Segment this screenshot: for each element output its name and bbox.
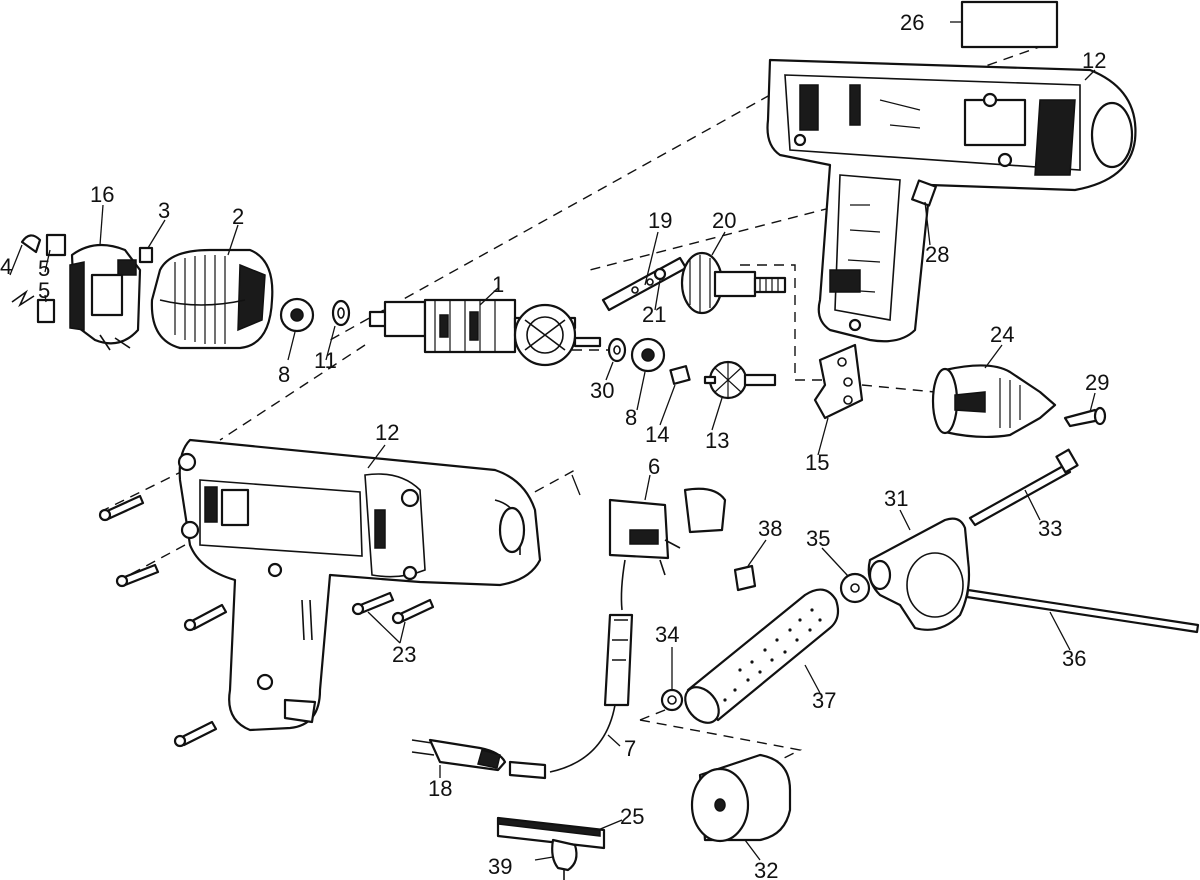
spindle-gear-part-20 xyxy=(680,251,787,315)
label-part-39: 39 xyxy=(488,854,512,879)
washer-part-30 xyxy=(607,337,627,363)
cup-part-32 xyxy=(690,753,792,843)
label-part-34: 34 xyxy=(655,622,679,647)
part-28 xyxy=(911,179,937,207)
label-part-5-lower: 5 xyxy=(38,278,50,303)
label-part-28: 28 xyxy=(925,242,949,267)
leader-lines xyxy=(9,21,1096,861)
label-part-35: 35 xyxy=(806,526,830,551)
label-part-4: 4 xyxy=(0,254,12,279)
label-part-6: 6 xyxy=(648,454,660,479)
label-part-19: 19 xyxy=(648,208,672,233)
housing-half-inner xyxy=(766,58,1137,343)
label-part-26: 26 xyxy=(900,10,924,35)
label-part-33: 33 xyxy=(1038,516,1062,541)
brush-parts xyxy=(11,233,67,324)
nameplate-part-26 xyxy=(960,0,1059,49)
label-part-13: 13 xyxy=(705,428,729,453)
label-part-3: 3 xyxy=(158,198,170,223)
part-number-labels: 26 12 28 16 3 2 4 5 5 8 11 1 19 21 20 30… xyxy=(0,10,1109,880)
label-part-25: 25 xyxy=(620,804,644,829)
label-part-18: 18 xyxy=(428,776,452,801)
part-14 xyxy=(669,365,691,385)
label-part-14: 14 xyxy=(645,422,669,447)
label-part-32: 32 xyxy=(754,858,778,880)
knob-part-39 xyxy=(551,838,578,880)
label-part-30: 30 xyxy=(590,378,614,403)
handle-clamp-part-31 xyxy=(867,517,971,631)
label-part-15: 15 xyxy=(805,450,829,475)
armature-part-1 xyxy=(368,298,602,367)
screw-part-29 xyxy=(1063,406,1107,428)
label-part-31: 31 xyxy=(884,486,908,511)
label-part-29: 29 xyxy=(1085,370,1109,395)
label-part-37: 37 xyxy=(812,688,836,713)
label-part-12-bottom: 12 xyxy=(375,420,399,445)
bearing-part-8b xyxy=(630,337,666,373)
label-part-24: 24 xyxy=(990,322,1014,347)
label-part-12-top: 12 xyxy=(1082,48,1106,73)
label-part-16: 16 xyxy=(90,182,114,207)
bearing-part-8a xyxy=(279,297,315,333)
label-part-2: 2 xyxy=(232,204,244,229)
part-21 xyxy=(653,267,667,281)
brush-part-3 xyxy=(138,246,154,264)
label-part-1: 1 xyxy=(492,272,504,297)
label-part-38: 38 xyxy=(758,516,782,541)
spacer-part-38 xyxy=(733,564,757,592)
washer-part-35 xyxy=(839,572,871,604)
nut-part-34 xyxy=(660,688,684,712)
cord-part-7 xyxy=(549,559,634,773)
label-part-7: 7 xyxy=(624,736,636,761)
plug-part-18 xyxy=(411,738,547,780)
rod-part-33 xyxy=(968,448,1079,527)
chuck-part-24 xyxy=(931,364,1057,438)
label-part-11: 11 xyxy=(314,348,337,373)
label-part-36: 36 xyxy=(1062,646,1086,671)
depth-rod-part-36 xyxy=(965,588,1200,634)
label-part-23: 23 xyxy=(392,642,416,667)
field-coil-part-2 xyxy=(150,248,274,350)
grip-part-37 xyxy=(684,588,840,724)
label-part-21: 21 xyxy=(642,302,666,327)
gear-part-13 xyxy=(703,360,777,400)
label-part-8-left: 8 xyxy=(278,362,290,387)
bracket-part-15 xyxy=(813,343,864,420)
clip-part-25 xyxy=(496,816,606,850)
label-part-5-upper: 5 xyxy=(38,256,50,281)
screws xyxy=(98,494,435,748)
label-part-8-right: 8 xyxy=(625,405,637,430)
washer-part-11 xyxy=(331,299,351,327)
brush-holder-part-16 xyxy=(69,243,142,351)
switch-part-6 xyxy=(608,487,727,576)
housing-half-outer-part-12 xyxy=(177,438,542,732)
label-part-20: 20 xyxy=(712,208,736,233)
